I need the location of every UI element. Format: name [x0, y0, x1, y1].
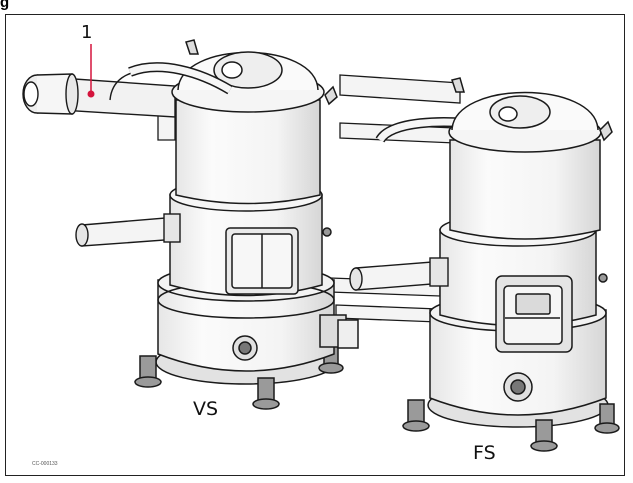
vs-side-pipe	[75, 213, 181, 247]
compressor-vs	[134, 39, 359, 410]
callout-number: 1	[81, 22, 93, 43]
suction-pipe	[22, 71, 176, 118]
figure-header-text: g	[0, 0, 10, 11]
callout-leader	[87, 44, 95, 98]
interconnect-hose	[128, 62, 493, 144]
compressor-fs	[402, 77, 620, 452]
compressor-fs-label: FS	[473, 442, 496, 464]
figure-header: g	[0, 0, 633, 14]
image-code: CC-000133	[32, 461, 58, 467]
compressor-vs-label: VS	[193, 398, 219, 420]
fs-side-pipe	[349, 257, 449, 291]
